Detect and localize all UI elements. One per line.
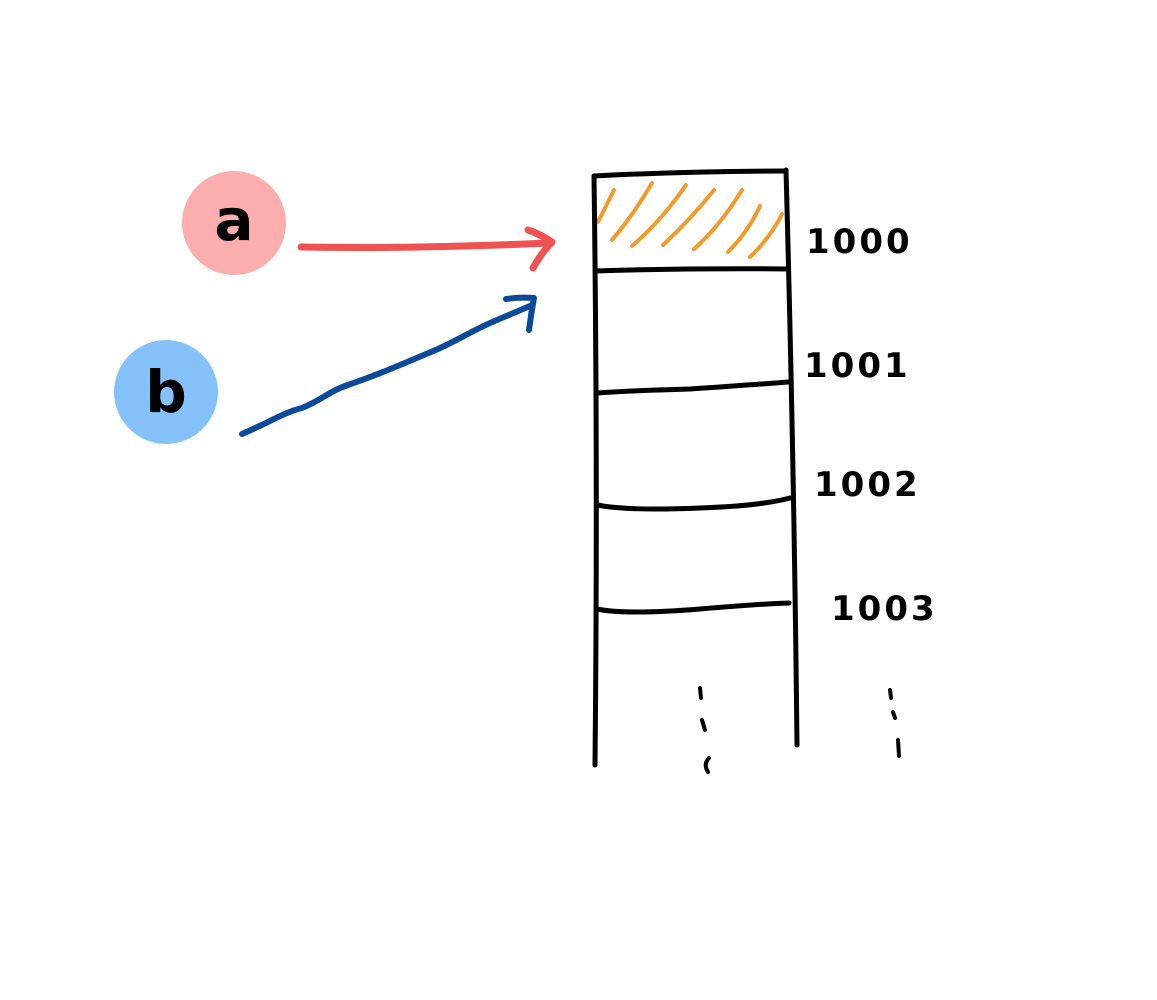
address-labels: 1000 1001 1002 1003 bbox=[804, 222, 938, 758]
address-label-1003: 1003 bbox=[831, 589, 938, 629]
arrow-a-to-1000 bbox=[297, 226, 556, 272]
variable-b-label: b bbox=[145, 358, 187, 426]
memory-right-wall bbox=[783, 167, 800, 748]
variable-b-circle bbox=[114, 340, 218, 444]
address-label-1000: 1000 bbox=[806, 222, 913, 262]
memory-divider-3 bbox=[595, 495, 793, 512]
arrow-b-to-1000 bbox=[239, 294, 537, 437]
memory-continuation-dots bbox=[698, 686, 711, 774]
memory-column bbox=[591, 167, 800, 774]
memory-left-wall bbox=[591, 173, 599, 768]
memory-divider-4 bbox=[594, 600, 792, 615]
variable-a: a bbox=[182, 171, 286, 275]
address-label-1002: 1002 bbox=[814, 465, 921, 505]
address-label-1001: 1001 bbox=[804, 346, 911, 386]
memory-top-edge bbox=[591, 168, 789, 179]
memory-divider-2 bbox=[595, 379, 791, 396]
memory-divider-1 bbox=[592, 266, 791, 274]
variable-b: b bbox=[114, 340, 218, 444]
variable-a-circle bbox=[182, 171, 286, 275]
variable-a-label: a bbox=[214, 186, 253, 254]
address-continuation-dots bbox=[888, 688, 901, 758]
memory-cell-1000-hatch bbox=[596, 181, 784, 259]
